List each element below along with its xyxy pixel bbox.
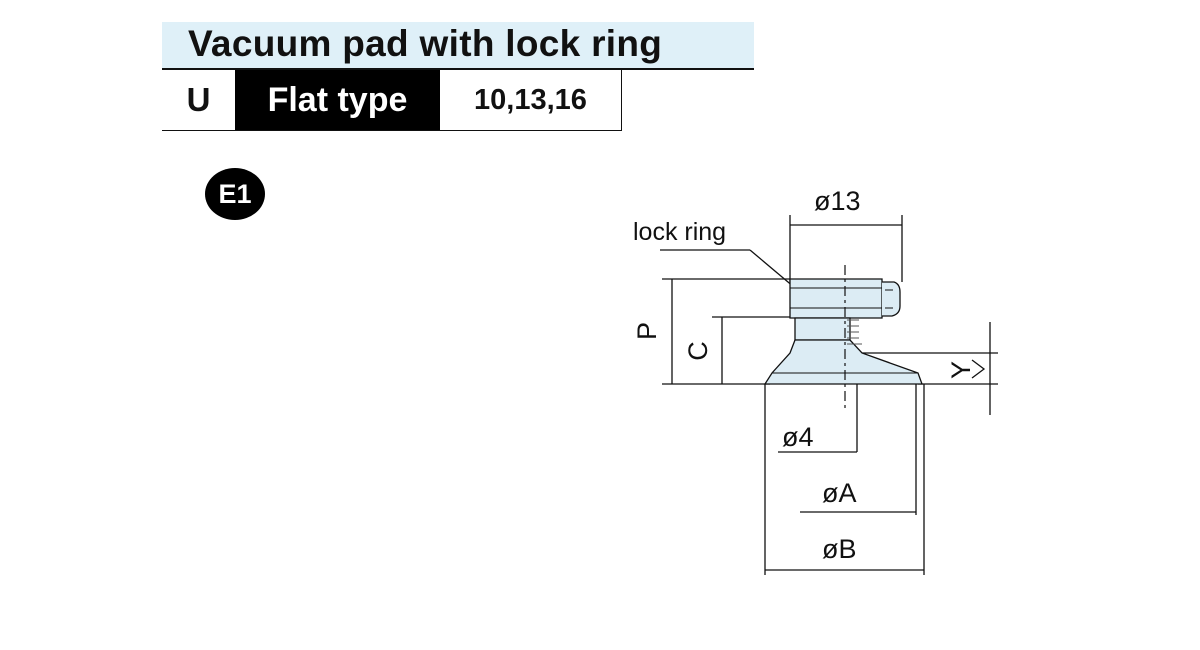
dim-p-label: P (632, 321, 663, 341)
type-row: U Flat type 10,13,16 (162, 70, 622, 131)
flare-shape (763, 339, 923, 385)
page-title: Vacuum pad with lock ring (188, 23, 663, 64)
type-name: Flat type (235, 70, 440, 130)
dim-c-label: C (682, 341, 713, 361)
neck-shape (794, 317, 851, 341)
type-code: U (186, 81, 211, 118)
type-sizes: 10,13,16 (440, 70, 622, 130)
pad-drawing: ø13 lock ring P C Y ø4 øA øB (600, 170, 1030, 590)
variant-badge: E1 (205, 168, 265, 220)
title-band: Vacuum pad with lock ring (162, 22, 754, 70)
dim-4-label: ø4 (782, 422, 814, 452)
dim-13-label: ø13 (814, 186, 861, 216)
pad-drawing-svg (660, 215, 998, 575)
dim-y-label: Y (946, 360, 977, 380)
dim-y-arrow (971, 359, 986, 379)
lock-ring-shape (789, 278, 883, 319)
clip-shape (882, 281, 901, 317)
lock-ring-label: lock ring (633, 218, 727, 246)
dim-a-label: øA (822, 478, 857, 508)
dim-b-label: øB (822, 534, 857, 564)
pad-body (763, 278, 923, 385)
section-hatch (847, 319, 862, 345)
